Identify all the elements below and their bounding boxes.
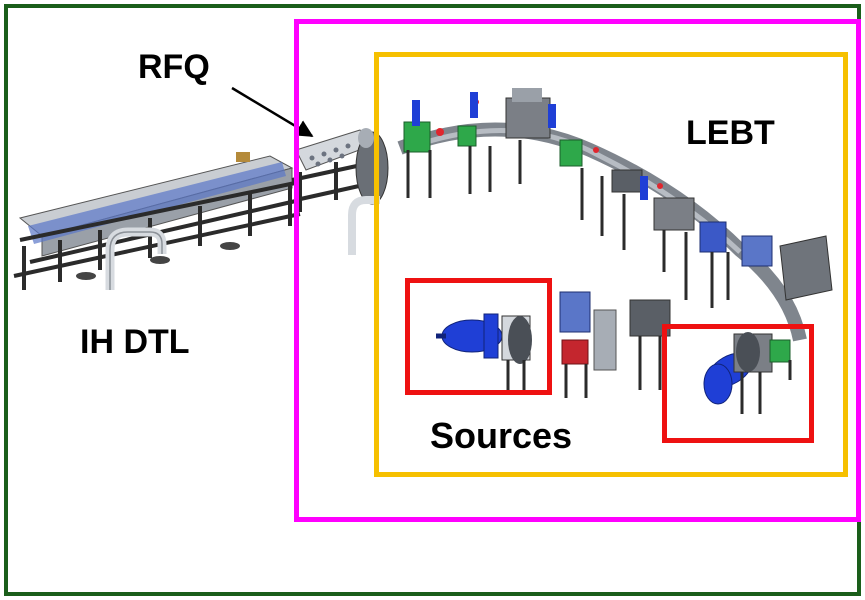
lebt-label: LEBT: [686, 114, 775, 152]
source-a-illustration: [436, 313, 532, 392]
rfq-label: RFQ: [138, 48, 210, 86]
ih-dtl-label: IH DTL: [80, 323, 190, 361]
lebt-region-box: [374, 52, 848, 477]
source-b-box: [662, 324, 814, 443]
source-b-illustration: [703, 332, 792, 414]
source-a-box: [405, 278, 552, 395]
sources-label: Sources: [430, 415, 573, 456]
ih-dtl-structure: [13, 152, 301, 290]
lebt-structure: [397, 88, 833, 342]
rfq-structure: [291, 128, 389, 255]
rfq-region-box: [294, 19, 861, 522]
